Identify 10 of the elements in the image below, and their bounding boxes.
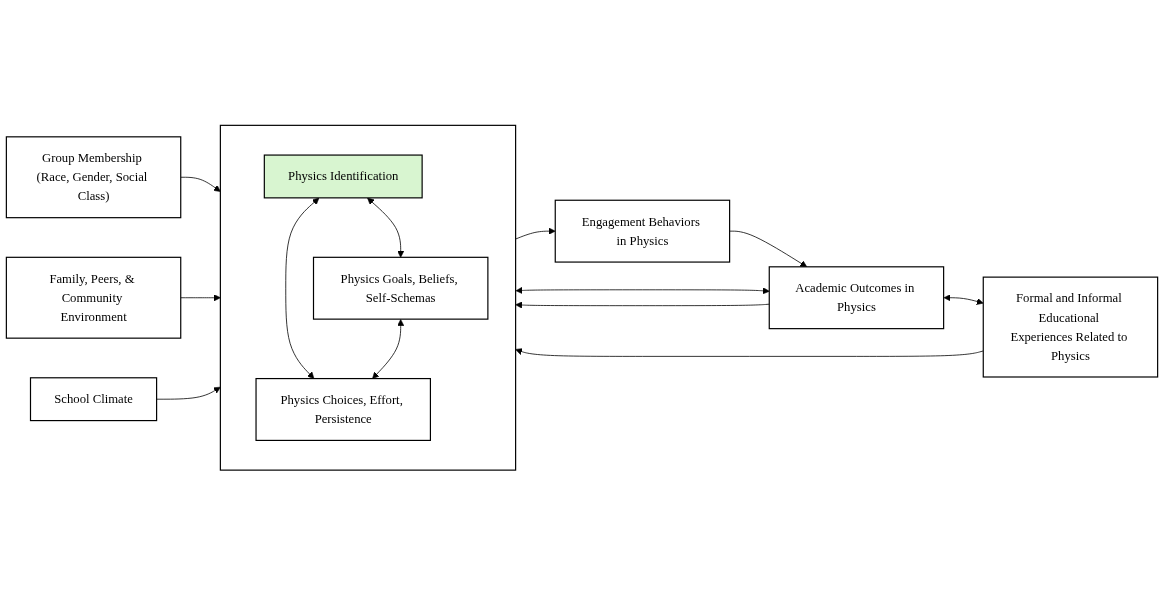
node-box: Physics Goals, Beliefs, Self-Schemas <box>312 257 489 320</box>
node-box: Family, Peers, & Community Environment <box>5 257 182 339</box>
node-box: Formal and Informal Educational Experiences Related to Physics <box>982 276 1159 378</box>
node-box: Group Membership (Race, Gender, Social Class) <box>5 136 182 219</box>
node-box: Academic Outcomes in Physics <box>768 266 945 330</box>
node-box: Engagement Behaviors in Physics <box>554 199 731 263</box>
node-box: School Climate <box>29 377 158 422</box>
node-box: Physics Identification <box>263 154 423 199</box>
node-box: Physics Choices, Effort, Persistence <box>255 378 431 442</box>
cluster <box>219 125 517 471</box>
